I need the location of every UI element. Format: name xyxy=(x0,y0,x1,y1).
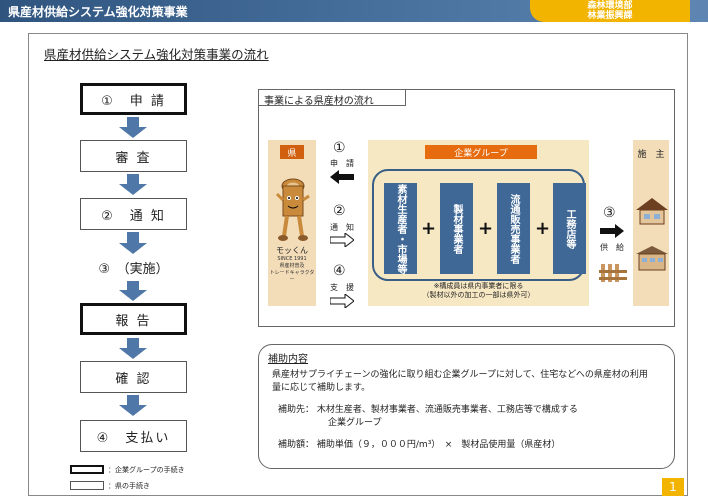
mascot-since: SINCE 1991 xyxy=(277,256,307,262)
plus-icon: + xyxy=(478,218,494,239)
step-application: ① 申 請 xyxy=(80,83,187,115)
subsidy-desc-2: 量に応じて補助します。 xyxy=(272,383,371,393)
member-note-line-2: （製材以外の加工の一部は県外可） xyxy=(422,291,535,299)
house-icon xyxy=(636,198,668,225)
step-payment: ④ 支払い xyxy=(80,420,187,452)
subsidy-body: 県産材サプライチェーンの強化に取り組む企業グループに対して、住宅などへの県産材の… xyxy=(272,369,670,452)
subsidy-desc-1: 県産材サプライチェーンの強化に取り組む企業グループに対して、住宅などへの県産材の… xyxy=(272,370,648,380)
dept-line-2: 林業振興課 xyxy=(587,11,633,21)
flow-3-label: 供 給 xyxy=(600,243,624,252)
subsidy-target-text-2: 企業グループ xyxy=(328,418,382,428)
mascot-mokkun-icon xyxy=(276,178,310,241)
flow-3-number: ③ xyxy=(603,205,616,221)
subsidy-target-label: 補助先： xyxy=(278,405,315,415)
prefecture-column xyxy=(268,140,316,306)
mascot-desc-2: トレードキャラクター xyxy=(269,270,315,283)
step-review: 審 査 xyxy=(80,140,187,172)
dept-line-1: 森林環境部 xyxy=(587,1,633,11)
legend-group-label: ：企業グループの手続き xyxy=(108,466,185,474)
flow-2-number: ② xyxy=(333,203,346,219)
member-note: ※構成員は県内事業者に限る （製材以外の加工の一部は県外可） xyxy=(372,282,585,300)
step-implementation: ③ （実施） xyxy=(98,261,169,277)
down-arrow-icon xyxy=(119,281,147,301)
right-arrow-outline-icon xyxy=(330,294,354,308)
subsidy-target-text-1: 木材生産者、製材事業者、流通販売事業者、工務店等で構成する xyxy=(316,405,578,415)
right-arrow-outline-icon xyxy=(330,233,354,247)
member-sawmill: 製材事業者 xyxy=(440,183,473,274)
legend-prefecture-swatch xyxy=(70,481,104,490)
subsidy-title: 補助内容 xyxy=(268,354,308,365)
member-note-line-1: ※構成員は県内事業者に限る xyxy=(433,282,524,290)
enterprise-group-label: 企業グループ xyxy=(425,145,537,159)
down-arrow-icon xyxy=(119,117,147,138)
flow-2-label: 通 知 xyxy=(330,223,354,232)
header-dept: 森林環境部 林業振興課 xyxy=(530,0,690,21)
owner-label: 施 主 xyxy=(637,150,665,160)
page-number: 1 xyxy=(662,478,684,496)
step-report: 報 告 xyxy=(80,303,187,335)
legend-group-swatch xyxy=(70,465,104,474)
flow-1-number: ① xyxy=(333,140,346,156)
left-arrow-icon xyxy=(330,170,354,184)
mascot-name: モッくん xyxy=(276,246,308,255)
step-confirm: 確 認 xyxy=(80,361,187,393)
plus-icon: + xyxy=(421,218,437,239)
down-arrow-icon xyxy=(119,338,147,359)
flow-1-label: 申 請 xyxy=(330,159,354,168)
right-arrow-icon xyxy=(600,224,624,238)
subsidy-amount-label: 補助額： xyxy=(278,440,315,450)
panel-label: 事業による県産材の流れ xyxy=(258,89,406,107)
step-notice: ② 通 知 xyxy=(80,198,187,230)
member-builder: 工務店等 xyxy=(553,183,586,274)
down-arrow-icon xyxy=(119,174,147,195)
flow-4-number: ④ xyxy=(333,263,346,279)
down-arrow-icon xyxy=(119,395,147,416)
subsidy-amount-text: 補助単価（９，０００円/m³） × 製材品使用量（県産材） xyxy=(316,440,561,450)
lumber-icon xyxy=(599,264,627,282)
mascot-desc-1: 県産材普及 xyxy=(279,263,305,269)
building-icon xyxy=(636,246,668,271)
header-title: 県産材供給システム強化対策事業 xyxy=(8,5,188,19)
flow-4-label: 支 援 xyxy=(330,283,354,292)
header-dept-tab xyxy=(530,0,690,22)
plus-icon: + xyxy=(535,218,551,239)
legend-prefecture-label: ：県の手続き xyxy=(108,482,150,490)
page-title: 県産材供給システム強化対策事業の流れ xyxy=(44,47,269,62)
member-distributor: 流通販売事業者 xyxy=(497,183,530,274)
mascot-caption: SINCE 1991 県産材普及 トレードキャラクター xyxy=(268,256,316,284)
prefecture-label: 県 xyxy=(280,145,304,159)
down-arrow-icon xyxy=(119,232,147,254)
subsidy-box xyxy=(258,344,675,469)
member-material-producer: 素材生産者・市場等 xyxy=(384,183,417,274)
